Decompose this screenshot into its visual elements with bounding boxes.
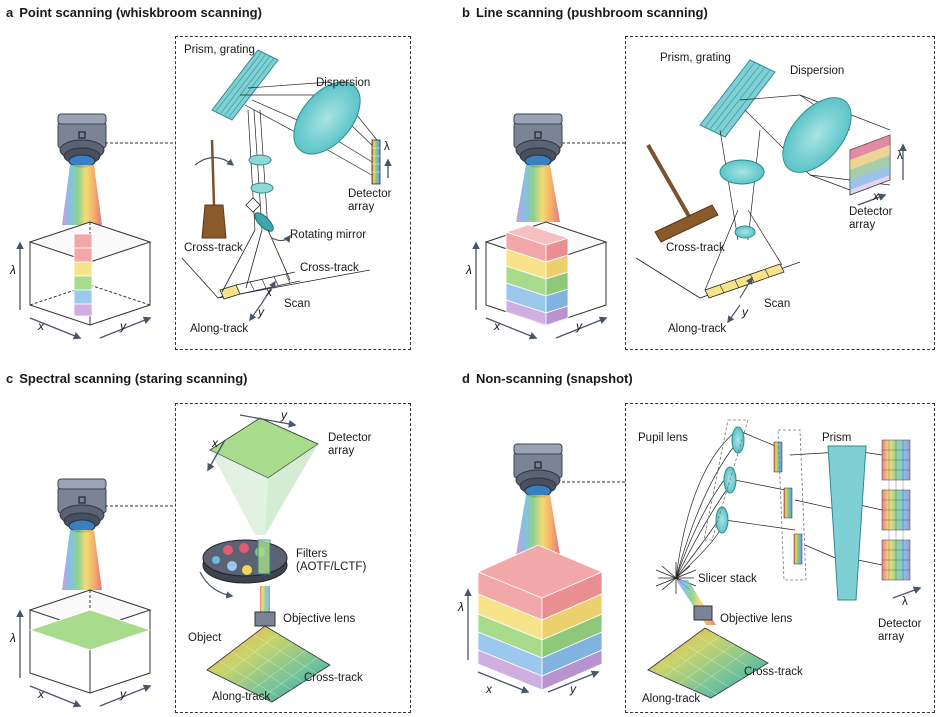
panel-b-label-y: y	[742, 305, 748, 319]
panel-c-cube-y: y	[120, 687, 126, 701]
panel-c-detector-array	[207, 414, 319, 535]
panel-d-label-prism: Prism	[822, 432, 852, 444]
panel-d-label-cross-track: Cross-track	[744, 666, 803, 678]
panel-c-cube-x: x	[38, 687, 44, 701]
panel-d-detector-arrays	[881, 439, 922, 599]
panel-b-label-prism: Prism, grating	[660, 52, 731, 64]
panel-c-title-text: Spectral scanning (staring scanning)	[19, 371, 248, 386]
panel-a-label-rotating-mirror: Rotating mirror	[290, 229, 367, 241]
panel-a-label-dispersion: Dispersion	[316, 77, 371, 89]
panel-a-detail-box	[175, 36, 411, 350]
panel-a-cube-x: x	[38, 319, 44, 333]
panel-c-camera	[57, 478, 107, 590]
panel-d-label-slicer: Slicer stack	[698, 573, 757, 585]
panel-b-voxel-slab	[504, 224, 570, 326]
panel-b-detail-box	[625, 36, 935, 350]
panel-b-label-detector: Detector array	[849, 206, 893, 232]
panel-a-label-x: x	[266, 285, 272, 299]
panel-a-label-detector: Detector array	[348, 188, 392, 214]
panel-a-scan-plane	[181, 229, 371, 322]
panel-a-detector-array	[371, 139, 392, 185]
panel-b-label-along-track: Along-track	[668, 323, 727, 335]
panel-d-title: d Non-scanning (snapshot)	[462, 371, 633, 386]
panel-c-spectral-slice	[28, 609, 152, 651]
panel-b-label-x: x	[873, 189, 879, 203]
panel-d-cube-y: y	[570, 682, 576, 696]
panel-a-label-prism: Prism, grating	[184, 44, 255, 56]
panel-c-object	[206, 625, 331, 703]
panel-d-pupil-lenses	[703, 419, 749, 541]
panel-b-dispersion-lens	[782, 97, 852, 173]
panel-d-label-along-track: Along-track	[642, 693, 701, 705]
panel-c-detail-box	[175, 403, 411, 713]
panel-a-label-scan: Scan	[284, 298, 311, 310]
panel-a-relay-lenses	[245, 154, 274, 213]
panel-b-label-lambda: λ	[897, 150, 903, 162]
panel-d-label-lambda: λ	[902, 596, 908, 608]
panel-c-beam	[260, 586, 270, 616]
panel-c-cube-lambda: λ	[10, 631, 16, 645]
panel-d-label-objective: Objective lens	[720, 613, 793, 625]
panel-d-camera	[513, 443, 563, 555]
panel-d-objective-lens	[693, 605, 713, 621]
panel-d-detail-box	[625, 403, 935, 713]
panel-c-letter: c	[6, 371, 14, 386]
panel-a-voxel-column	[73, 233, 93, 317]
panel-d-label-detector: Detector array	[878, 618, 922, 644]
panel-c-label-x: x	[212, 436, 218, 450]
panel-c-objective-lens	[254, 611, 276, 627]
panel-d-label-pupil: Pupil lens	[638, 432, 688, 444]
panel-c-label-detector: Detector array	[328, 432, 372, 458]
panel-a-letter: a	[6, 5, 14, 20]
panel-c-label-objective: Objective lens	[283, 613, 356, 625]
panel-b-scan-plane	[635, 257, 801, 324]
panel-d-letter: d	[462, 371, 470, 386]
panel-d-title-text: Non-scanning (snapshot)	[475, 371, 633, 386]
panel-d-datacube	[476, 544, 604, 691]
panel-a-label-lambda: λ	[384, 141, 390, 153]
panel-a-title-text: Point scanning (whiskbroom scanning)	[19, 5, 262, 20]
panel-b-cube-y: y	[576, 319, 582, 333]
panel-a-cube-lambda: λ	[10, 263, 16, 277]
panel-c-label-filters: Filters (AOTF/LCTF)	[296, 548, 367, 574]
panel-a-title: a Point scanning (whiskbroom scanning)	[6, 5, 262, 20]
panel-b-title: b Line scanning (pushbroom scanning)	[462, 5, 708, 20]
panel-a-camera	[57, 113, 107, 225]
panel-b-detector-array	[849, 134, 907, 206]
panel-b-cube-lambda: λ	[466, 263, 472, 277]
panel-d-cube-x: x	[486, 682, 492, 696]
panel-b-label-scan: Scan	[764, 298, 791, 310]
panel-c-label-object: Object	[188, 632, 222, 644]
panel-b-cube-x: x	[494, 319, 500, 333]
panel-a-prism-grating	[211, 49, 279, 121]
panel-d-prism	[827, 445, 867, 601]
panel-b-label-cross-track: Cross-track	[666, 242, 725, 254]
panel-c-label-along-track: Along-track	[212, 691, 271, 703]
panel-b-letter: b	[462, 5, 470, 20]
panel-d-cube-lambda: λ	[458, 600, 464, 614]
panel-c-title: c Spectral scanning (staring scanning)	[6, 371, 248, 386]
panel-c-filter-wheel	[199, 539, 288, 599]
panel-a-whiskbroom-icon	[194, 139, 235, 239]
panel-a-label-cross-track-broom: Cross-track	[184, 242, 243, 254]
panel-b-camera	[513, 113, 563, 222]
panel-b-title-text: Line scanning (pushbroom scanning)	[475, 5, 708, 20]
panel-a-label-along-track: Along-track	[190, 323, 249, 335]
panel-a-rotating-mirror	[254, 212, 274, 232]
panel-b-label-dispersion: Dispersion	[790, 65, 845, 77]
panel-a-label-cross-track: Cross-track	[300, 262, 359, 274]
panel-b-pushbroom-icon	[646, 144, 719, 243]
panel-d-object	[647, 627, 769, 699]
panel-a-dispersion-lens	[293, 81, 361, 155]
panel-b-slit-lens	[734, 225, 756, 239]
panel-c-label-y: y	[281, 408, 287, 422]
panel-b-prism-grating	[699, 59, 776, 138]
panel-d-slicer-strips	[773, 429, 807, 581]
panel-b-objective-lens	[719, 159, 765, 185]
panel-a-label-y: y	[258, 305, 264, 319]
panel-c-label-cross-track: Cross-track	[304, 672, 363, 684]
panel-a-cube-y: y	[120, 319, 126, 333]
